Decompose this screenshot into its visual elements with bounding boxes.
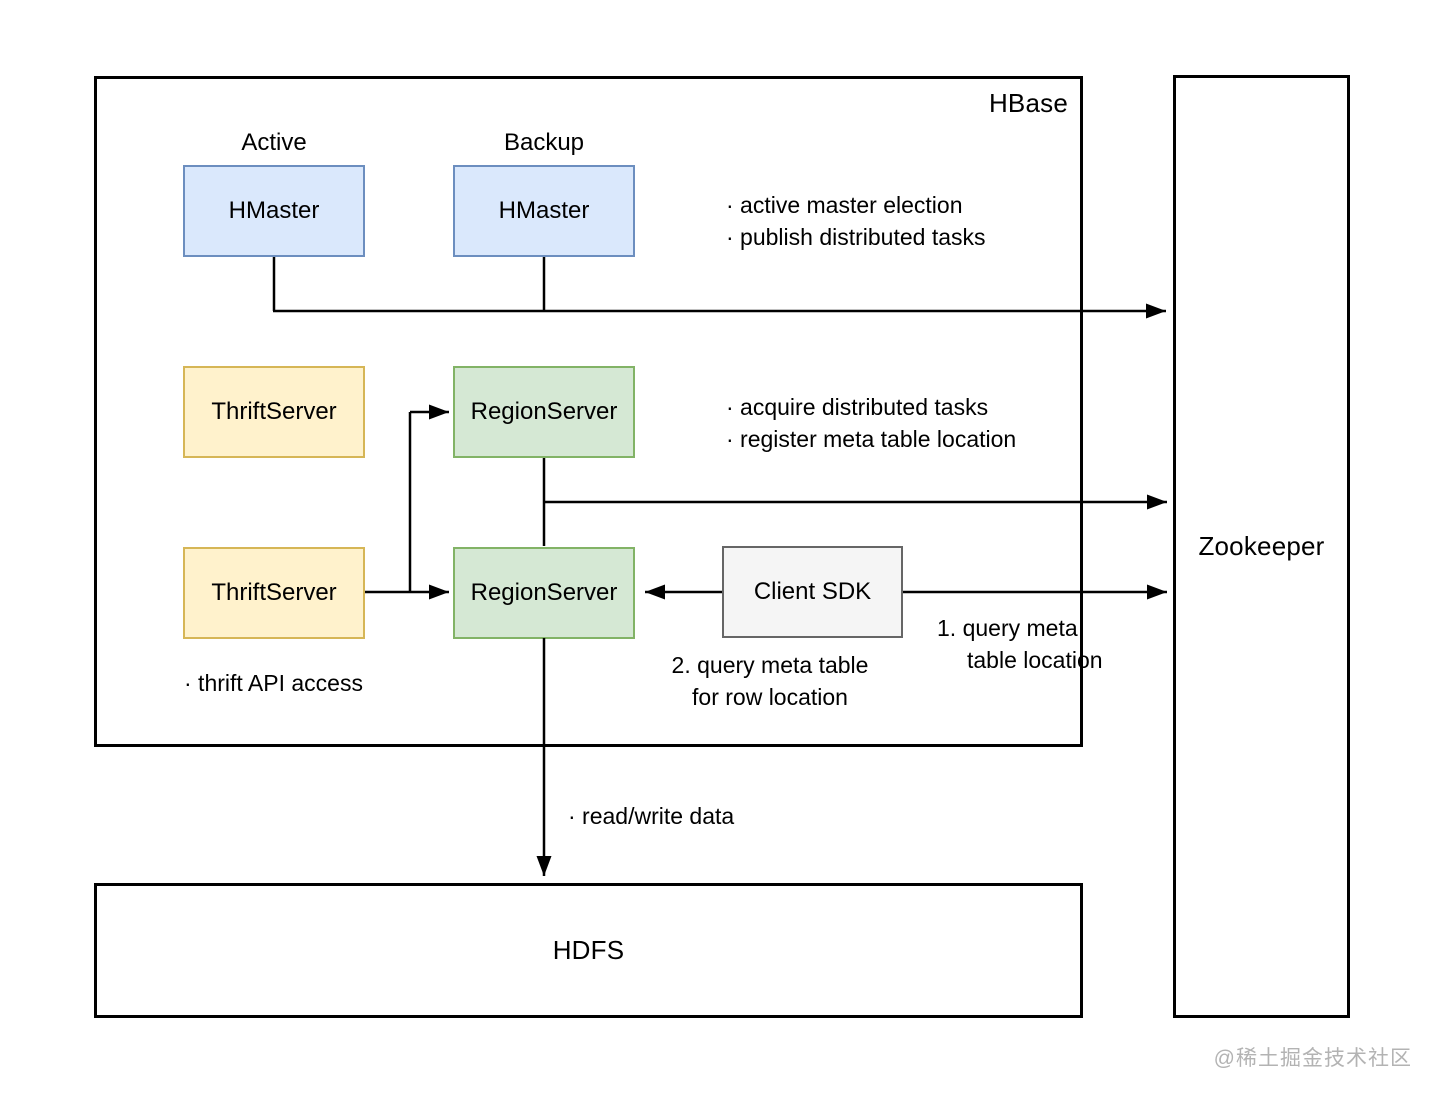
master-tasks-note: · active master election · publish distr… <box>726 189 986 253</box>
hmaster-active-node: HMaster <box>183 165 365 257</box>
thrift-access-note: · thrift API access <box>184 670 363 696</box>
region-tasks-note-line2: · register meta table location <box>726 426 1017 452</box>
zookeeper-container-label: Zookeeper <box>1198 531 1325 561</box>
read-write-note: · read/write data <box>568 803 735 829</box>
query-meta-location-note: 1. query meta table location <box>937 612 1103 676</box>
zookeeper-container: Zookeeper <box>1173 75 1350 1018</box>
hmaster-backup-node: HMaster <box>453 165 635 257</box>
region-tasks-note-line1: · acquire distributed tasks <box>726 394 989 420</box>
hbase-container-label: HBase <box>988 88 1068 118</box>
hdfs-container-label: HDFS <box>552 935 625 965</box>
backup-master-caption: Backup <box>503 129 585 156</box>
query-meta-row-line2: for row location <box>692 684 848 710</box>
active-master-caption: Active <box>241 129 307 156</box>
master-tasks-note-line2: · publish distributed tasks <box>726 224 986 250</box>
hbase-container: HBase <box>94 76 1083 747</box>
query-meta-location-line2: table location <box>967 647 1103 673</box>
watermark-text: @稀土掘金技术社区 <box>1213 1047 1412 1070</box>
thriftserver-bottom-node: ThriftServer <box>183 547 365 639</box>
region-tasks-note: · acquire distributed tasks · register m… <box>726 391 1016 455</box>
hdfs-container: HDFS <box>94 883 1083 1018</box>
regionserver-top-node: RegionServer <box>453 366 635 458</box>
query-meta-location-line1: 1. query meta <box>937 615 1078 641</box>
client-sdk-node: Client SDK <box>722 546 903 638</box>
thriftserver-top-node: ThriftServer <box>183 366 365 458</box>
regionserver-bottom-node: RegionServer <box>453 547 635 639</box>
master-tasks-note-line1: · active master election <box>726 192 963 218</box>
query-meta-row-note: 2. query meta table for row location <box>640 649 900 713</box>
query-meta-row-line1: 2. query meta table <box>671 652 869 678</box>
